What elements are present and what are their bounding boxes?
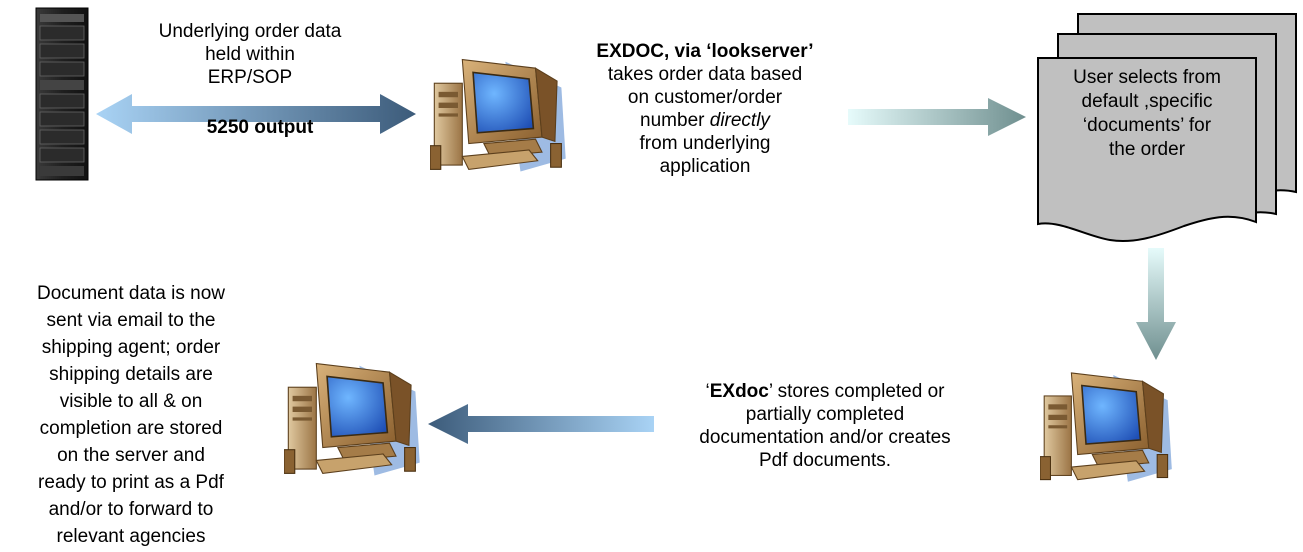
bidirectional-arrow — [96, 94, 416, 134]
final-caption-line: sent via email to the — [46, 310, 216, 331]
exdoc-line-4: from underlying — [639, 133, 771, 154]
documents-caption: User selects from default ,specific ‘doc… — [1038, 66, 1256, 162]
final-caption-line: on the server and — [57, 445, 205, 466]
exdoc-store-line-2: partially completed — [745, 404, 905, 425]
arrow-down — [1136, 248, 1176, 360]
document-stack-icon — [1037, 13, 1297, 242]
final-caption: Document data is now sent via email to t… — [0, 280, 262, 550]
exdoc-title: EXDOC, via ‘lookserver’ — [596, 41, 814, 62]
desktop-computer-icon — [1040, 352, 1176, 488]
exdoc-line-3: number directly — [640, 110, 770, 131]
desktop-computer-icon — [430, 38, 570, 178]
final-caption-line: shipping details are — [49, 364, 213, 385]
documents-line-3: ‘documents’ for — [1082, 115, 1212, 136]
server-caption-line-2: held within — [205, 44, 295, 65]
documents-line-1: User selects from — [1073, 67, 1221, 88]
exdoc-line-5: application — [659, 156, 751, 177]
final-caption-line: Document data is now — [37, 283, 225, 304]
server-caption-line-1: Underlying order data — [158, 21, 342, 42]
documents-line-4: the order — [1108, 139, 1186, 160]
exdoc-lookserver-caption: EXDOC, via ‘lookserver’ takes order data… — [555, 40, 855, 178]
desktop-computer-icon — [284, 342, 424, 482]
final-caption-line: completion are stored — [39, 418, 223, 439]
final-caption-line: and/or to forward to — [48, 499, 214, 520]
final-caption-line: relevant agencies — [56, 526, 206, 547]
link-label: 5250 output — [206, 117, 314, 138]
exdoc-store-caption: ‘EXdoc’ stores completed or partially co… — [640, 380, 1010, 472]
exdoc-store-line-4: Pdf documents. — [758, 450, 892, 471]
exdoc-line-2: on customer/order — [627, 87, 783, 108]
final-caption-line: shipping agent; order — [41, 337, 221, 358]
exdoc-store-line-1: ‘EXdoc’ stores completed or — [705, 381, 945, 402]
final-caption-line: visible to all & on — [59, 391, 203, 412]
server-rack-icon — [35, 7, 89, 181]
final-caption-line: ready to print as a Pdf — [38, 472, 224, 493]
server-caption: Underlying order data held within ERP/SO… — [120, 20, 380, 89]
arrow-left — [428, 404, 654, 444]
server-caption-line-3: ERP/SOP — [207, 67, 293, 88]
exdoc-line-1: takes order data based — [607, 64, 803, 85]
documents-line-2: default ,specific — [1081, 91, 1213, 112]
arrow-to-documents — [848, 98, 1026, 136]
exdoc-store-line-3: documentation and/or creates — [699, 427, 951, 448]
